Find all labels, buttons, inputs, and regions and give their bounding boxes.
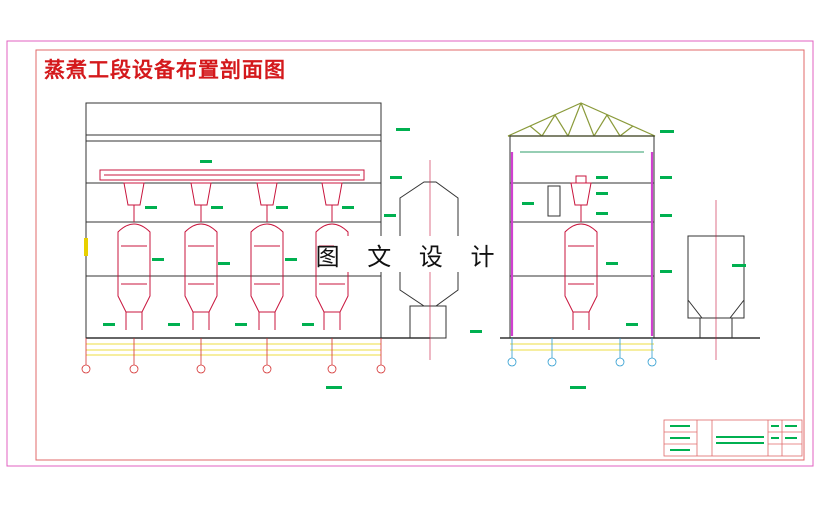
cooker-vessels-left bbox=[117, 182, 349, 330]
dimension-lines-left bbox=[86, 343, 381, 356]
equipment-labels-right bbox=[522, 130, 746, 389]
axis-grid-left bbox=[81, 338, 386, 374]
building-columns bbox=[510, 152, 654, 336]
roof-truss bbox=[507, 102, 656, 137]
title-block-text bbox=[670, 425, 797, 451]
drawing-title: 蒸煮工段设备布置剖面图 bbox=[44, 57, 286, 82]
axis-grid-right bbox=[507, 338, 657, 367]
inner-frame bbox=[35, 49, 805, 461]
right-section bbox=[500, 135, 760, 339]
title-block bbox=[663, 419, 803, 457]
storage-tank-right bbox=[687, 200, 745, 360]
cooker-vessel-right bbox=[564, 175, 598, 330]
outer-frame bbox=[6, 40, 814, 467]
column-marker bbox=[84, 238, 88, 256]
dimension-lines-right bbox=[510, 343, 654, 351]
watermark: 图 文 设 计 bbox=[316, 236, 494, 272]
left-section bbox=[85, 102, 430, 339]
